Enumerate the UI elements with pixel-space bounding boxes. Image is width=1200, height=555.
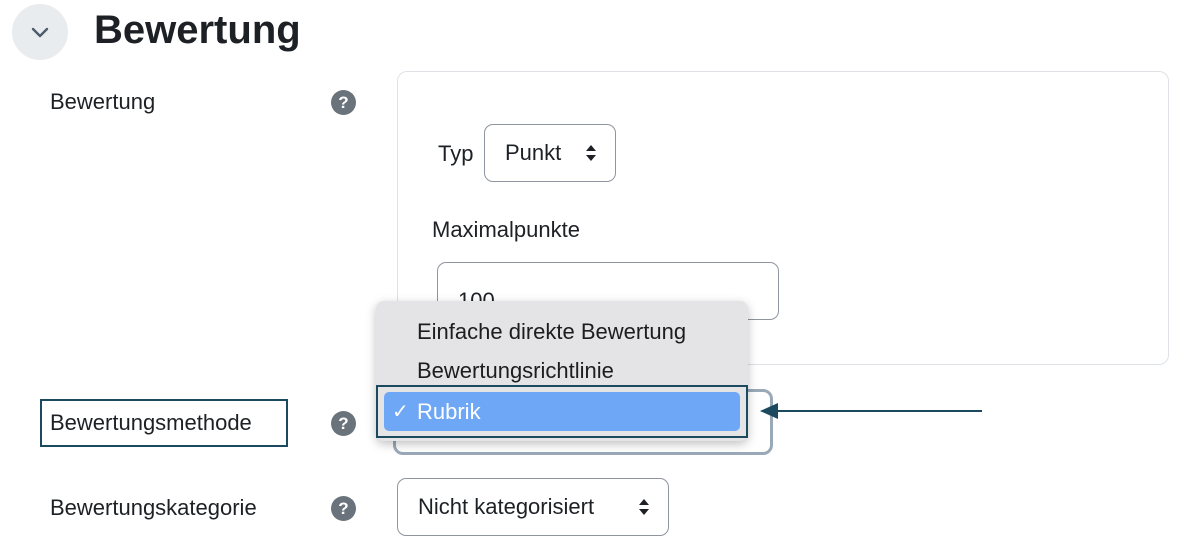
dropdown-option-rubric[interactable]: ✓ Rubrik bbox=[384, 392, 740, 431]
grade-help-icon[interactable]: ? bbox=[331, 90, 356, 115]
rubric-option-highlight bbox=[376, 385, 748, 438]
section-collapse-button[interactable] bbox=[12, 4, 68, 60]
grade-label: Bewertung bbox=[50, 89, 156, 114]
select-arrows-icon bbox=[639, 499, 649, 515]
chevron-down-icon bbox=[31, 27, 49, 38]
grade-category-label: Bewertungskategorie bbox=[50, 495, 257, 520]
select-arrows-icon bbox=[586, 145, 596, 161]
section-title: Bewertung bbox=[94, 8, 301, 52]
grade-type-select[interactable]: Punkt bbox=[484, 124, 616, 182]
grade-type-value: Punkt bbox=[505, 140, 562, 165]
category-help-icon[interactable]: ? bbox=[331, 496, 356, 521]
dropdown-option-rubric-label: Rubrik bbox=[417, 398, 481, 424]
grade-type-label: Typ bbox=[438, 141, 474, 166]
annotation-arrow-icon bbox=[760, 403, 982, 419]
grade-category-select[interactable]: Nicht kategorisiert bbox=[397, 478, 669, 536]
checkmark-icon: ✓ bbox=[392, 401, 409, 423]
grading-method-dropdown: Einfache direkte Bewertung Bewertungsric… bbox=[376, 301, 748, 441]
method-help-icon[interactable]: ? bbox=[331, 411, 356, 436]
method-label-highlight bbox=[40, 399, 288, 447]
dropdown-option-guide[interactable]: Bewertungsrichtlinie bbox=[417, 358, 614, 383]
grading-method-label: Bewertungsmethode bbox=[50, 410, 252, 435]
grade-category-value: Nicht kategorisiert bbox=[418, 494, 595, 519]
dropdown-option-simple[interactable]: Einfache direkte Bewertung bbox=[417, 319, 687, 344]
max-grade-label: Maximalpunkte bbox=[432, 217, 580, 242]
